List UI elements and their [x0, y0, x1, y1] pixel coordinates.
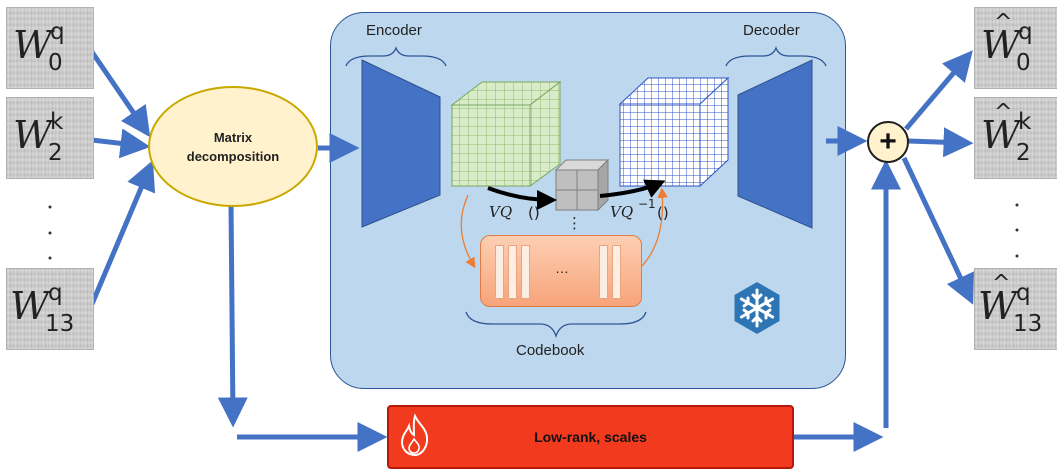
output-w2k-hat-mark: ^	[994, 100, 1013, 125]
codebook: …	[480, 235, 642, 307]
output-w13q-sup: q	[1016, 280, 1031, 306]
output-w0q-sub: 0	[1016, 50, 1031, 76]
arrow-plus-to-w13q-hat	[901, 156, 974, 305]
vq-arrow	[487, 186, 557, 210]
matrix-decomposition-node: Matrix decomposition	[148, 86, 318, 207]
input-w13q-letter: W	[10, 284, 50, 328]
input-w13q-sup: q	[48, 280, 63, 306]
codebook-return-arrow	[641, 187, 668, 267]
input-matrix-w13q	[6, 268, 94, 350]
arrow-plus-to-w2k-hat	[907, 127, 974, 158]
vq-inverse-parens: ()	[657, 204, 669, 222]
plus-symbol: +	[879, 125, 897, 158]
codebook-vector	[599, 245, 608, 299]
output-matrix-w2k-hat	[974, 97, 1057, 179]
input-w0q-sup: q	[50, 19, 65, 45]
input-matrix-w2k	[6, 97, 94, 179]
lowrank-scales-box: Low-rank, scales	[387, 405, 794, 469]
codebook-vector	[612, 245, 621, 299]
codebook-vector	[508, 245, 517, 299]
vq-inverse-sup: −1	[638, 197, 656, 211]
output-w13q-letter: W	[978, 284, 1018, 328]
codebook-vector	[495, 245, 504, 299]
output-w0q-sup: q	[1018, 19, 1033, 45]
decoder-label: Decoder	[743, 22, 800, 39]
arrow-decomposition-down	[217, 202, 248, 428]
arrow-w2k-to-decomposition	[91, 128, 151, 159]
snowflake-icon	[734, 282, 780, 334]
flame-icon	[400, 413, 429, 457]
input-w0q-letter: W	[13, 23, 53, 67]
sum-node: +	[867, 121, 909, 163]
vq-parens: ()	[528, 204, 540, 222]
encoder-brace	[345, 46, 447, 67]
reconstructed-cube-blue	[618, 76, 730, 188]
output-w13q-sub: 13	[1013, 311, 1043, 337]
vq-inverse-arrow	[599, 179, 666, 198]
input-matrix-w0q	[6, 7, 94, 89]
input-w2k-sup: k	[50, 109, 64, 135]
input-w2k-sub: 2	[48, 140, 63, 166]
codebook-brace	[465, 311, 647, 339]
output-w0q-letter: W	[981, 23, 1021, 67]
encoder-trapezoid	[361, 59, 441, 228]
codebook-label: Codebook	[516, 342, 585, 359]
encoder-label: Encoder	[366, 22, 422, 39]
latent-cube-green	[450, 80, 562, 187]
arrow-w13q-to-decomposition	[89, 160, 156, 305]
codebook-ellipsis: …	[555, 260, 569, 276]
output-w2k-sub: 2	[1016, 140, 1031, 166]
vq-inverse-label: VQ	[610, 203, 634, 221]
arrow-plus-to-w0q-hat	[904, 50, 973, 131]
output-w13q-hat-mark: ^	[992, 271, 1011, 296]
input-w13q-sub: 13	[45, 311, 75, 337]
output-w0q-hat-mark: ^	[994, 10, 1013, 35]
matrix-decomposition-line1: Matrix	[213, 129, 253, 145]
input-w2k-letter: W	[13, 113, 53, 157]
codebook-vector	[521, 245, 530, 299]
output-w2k-letter: W	[981, 113, 1021, 157]
decoder-trapezoid	[737, 59, 813, 229]
decoder-brace	[725, 46, 827, 67]
output-matrix-w0q-hat	[974, 7, 1057, 89]
output-matrix-w13q-hat	[974, 268, 1057, 350]
vq-label: VQ	[489, 203, 513, 221]
matrix-decomposition-line2: decomposition	[186, 148, 280, 164]
quantized-cube-grey	[554, 158, 610, 212]
lowrank-scales-label: Low-rank, scales	[534, 429, 647, 445]
vertical-ellipsis: ⋮	[567, 214, 582, 232]
arrow-w0q-to-decomposition	[89, 50, 151, 138]
input-w0q-sub: 0	[48, 50, 63, 76]
output-w2k-sup: k	[1018, 109, 1032, 135]
codebook-lookup-arrow	[460, 194, 476, 269]
